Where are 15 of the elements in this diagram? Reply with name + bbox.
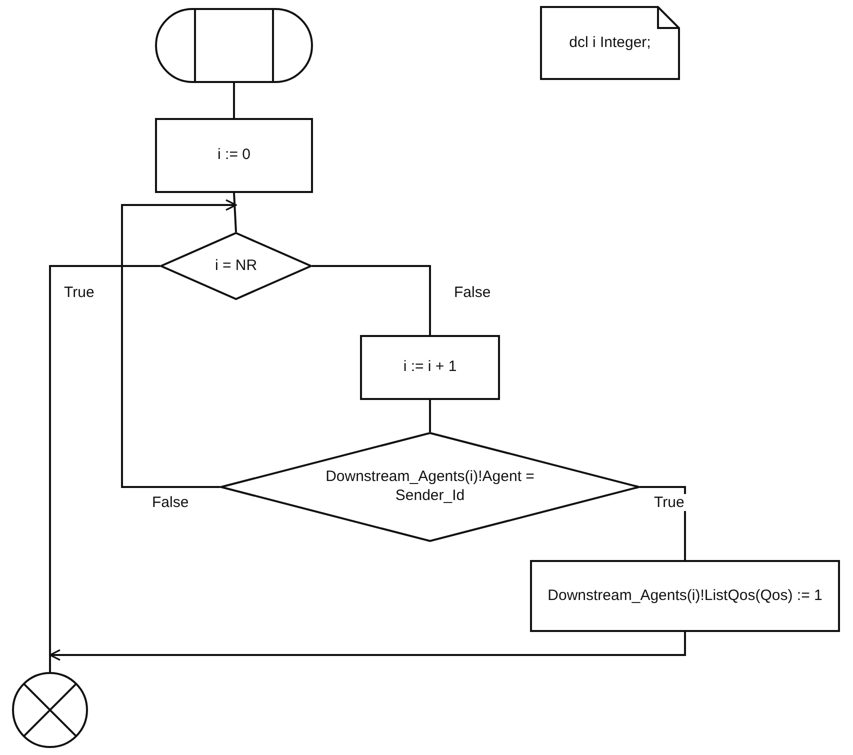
flow-line — [233, 83, 235, 118]
task-text: i := i + 1 — [403, 358, 457, 377]
flow-line — [233, 192, 237, 232]
flow-line — [429, 400, 431, 432]
decision-text: i = NR — [214, 256, 258, 276]
task-text: i := 0 — [218, 146, 250, 165]
comment-text: dcl i Integer; — [569, 34, 651, 52]
flow-line — [49, 265, 160, 672]
flow-arrow — [49, 632, 686, 661]
decision-text: Downstream_Agents(i)!Agent = Sender_Id — [325, 468, 535, 506]
task-text: Downstream_Agents(i)!ListQos(Qos) := 1 — [548, 586, 822, 606]
flow-line — [312, 265, 431, 335]
edge-label: True — [652, 494, 686, 511]
flow-arrow — [121, 199, 237, 488]
flow-line — [640, 486, 686, 560]
